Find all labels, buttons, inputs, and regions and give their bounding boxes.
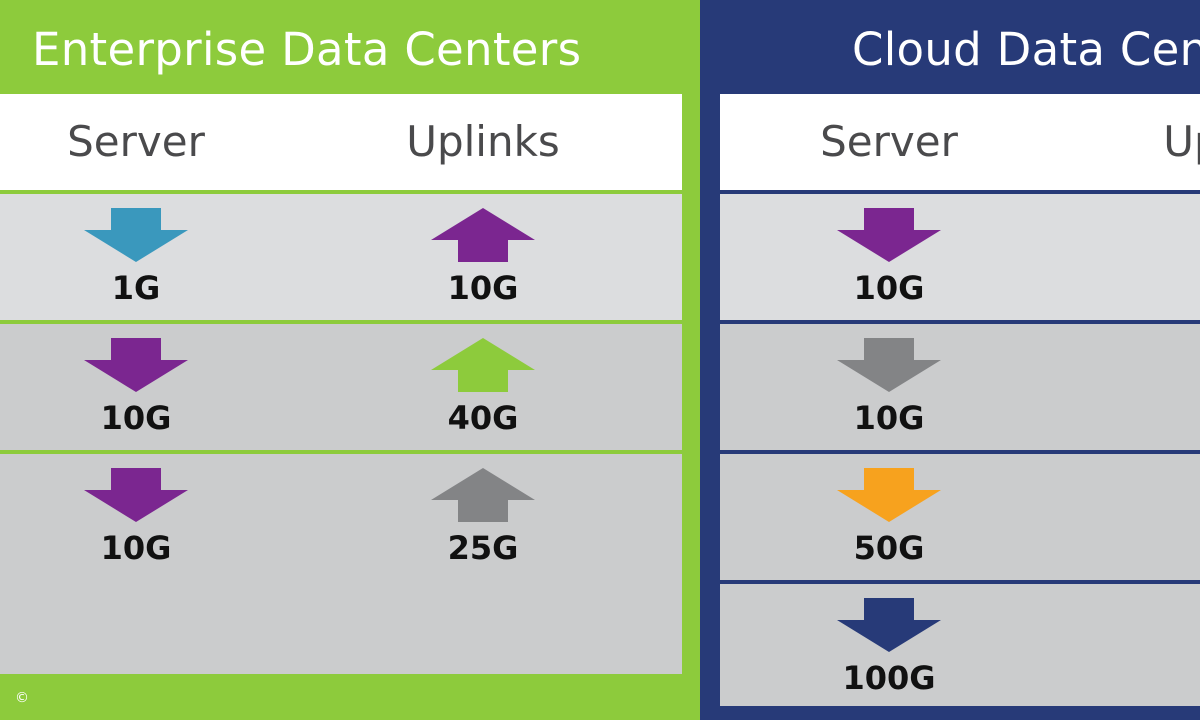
enterprise-title: Enterprise Data Centers: [32, 23, 582, 76]
enterprise-row: 1G 10G: [0, 194, 682, 320]
cloud-server-speed: 10G: [853, 269, 925, 307]
enterprise-uplink-speed: 40G: [447, 399, 519, 437]
cloud-uplinks-header: Uplinks: [1163, 117, 1200, 166]
enterprise-uplink-arrow-icon: [431, 338, 535, 392]
enterprise-uplink-speed: 10G: [447, 269, 519, 307]
cloud-server-speed: 100G: [842, 659, 936, 697]
enterprise-uplinks-header: Uplinks: [406, 117, 560, 166]
cloud-row: 10G: [720, 194, 1200, 320]
cloud-server-cell: 100G: [819, 584, 959, 706]
cloud-table: Server Uplinks 10G 10G 50G 100G: [720, 94, 1200, 706]
enterprise-uplink-cell: 10G: [413, 194, 553, 320]
cloud-server-cell: 10G: [819, 194, 959, 320]
enterprise-server-speed: 1G: [111, 269, 161, 307]
enterprise-server-cell: 10G: [66, 454, 206, 674]
enterprise-header-row: Server Uplinks: [0, 94, 682, 190]
cloud-server-arrow-icon: [837, 338, 941, 392]
enterprise-panel: Enterprise Data Centers Server Uplinks 1…: [0, 23, 682, 706]
cloud-row: 10G: [720, 324, 1200, 450]
enterprise-server-cell: 1G: [66, 194, 206, 320]
enterprise-server-arrow-icon: [84, 468, 188, 522]
enterprise-uplink-cell: 25G: [413, 454, 553, 674]
enterprise-row: 10G 40G: [0, 324, 682, 450]
enterprise-uplink-arrow-icon: [431, 468, 535, 522]
enterprise-uplink-arrow-icon: [431, 208, 535, 262]
cloud-server-cell: 10G: [819, 324, 959, 450]
copyright-icon: ©: [15, 690, 29, 706]
enterprise-server-arrow-icon: [84, 208, 188, 262]
enterprise-server-header: Server: [67, 117, 205, 166]
cloud-server-cell: 50G: [819, 454, 959, 580]
enterprise-uplink-speed: 25G: [447, 529, 519, 567]
enterprise-server-speed: 10G: [100, 399, 172, 437]
enterprise-server-cell: 10G: [66, 324, 206, 450]
cloud-server-arrow-icon: [837, 468, 941, 522]
enterprise-uplink-cell: 40G: [413, 324, 553, 450]
cloud-server-speed: 50G: [853, 529, 925, 567]
cloud-title: Cloud Data Centers: [852, 23, 1200, 76]
cloud-server-arrow-icon: [837, 208, 941, 262]
enterprise-row: 10G 25G: [0, 454, 682, 674]
cloud-server-header: Server: [820, 117, 958, 166]
enterprise-server-speed: 10G: [100, 529, 172, 567]
cloud-row: 100G: [720, 584, 1200, 706]
enterprise-table: Server Uplinks 1G 10G 10G 40G 10G 25G: [0, 94, 682, 706]
cloud-header-row: Server Uplinks: [720, 94, 1200, 190]
cloud-row: 50G: [720, 454, 1200, 580]
cloud-panel: Cloud Data Centers Server Uplinks 10G 10G…: [700, 0, 1200, 720]
cloud-server-speed: 10G: [853, 399, 925, 437]
enterprise-server-arrow-icon: [84, 338, 188, 392]
cloud-server-arrow-icon: [837, 598, 941, 652]
